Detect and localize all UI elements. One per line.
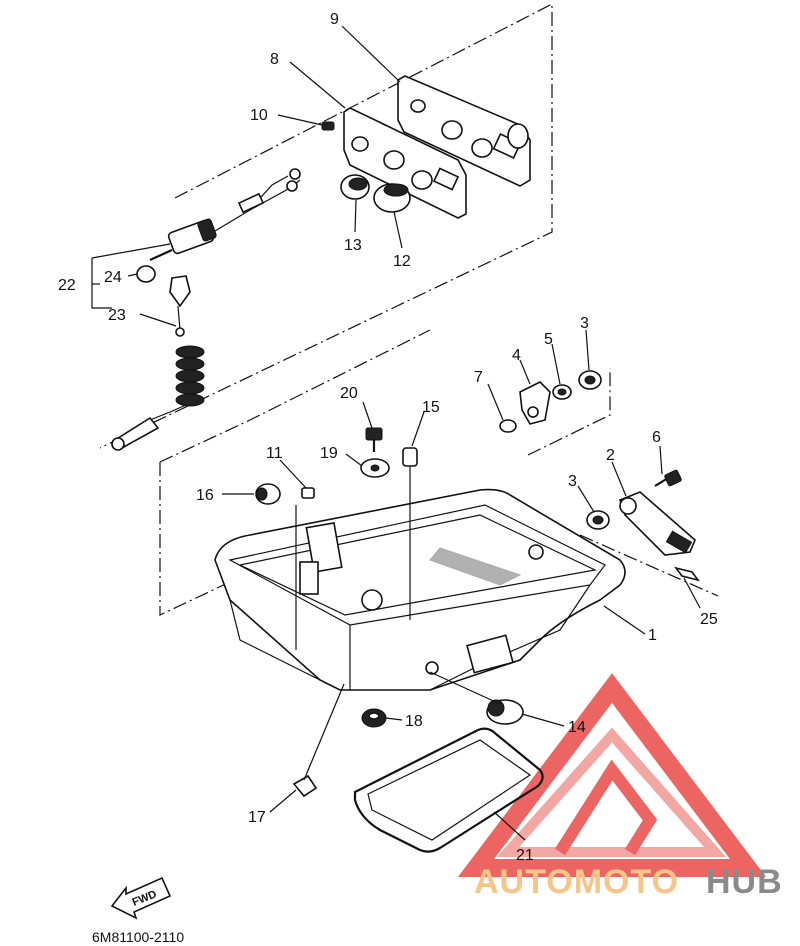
part-label-12: 12 bbox=[393, 253, 411, 270]
forward-arrow: FWD bbox=[110, 876, 172, 920]
plate-outer-part-9 bbox=[397, 75, 531, 187]
part-label-10: 10 bbox=[250, 107, 268, 124]
part-label-19: 19 bbox=[320, 445, 338, 462]
part-label-25: 25 bbox=[700, 611, 718, 628]
decal-part-25 bbox=[674, 566, 700, 582]
lanyard-part-23 bbox=[111, 275, 205, 451]
watermark-logo bbox=[457, 673, 767, 877]
grommet-part-3-upper bbox=[578, 370, 602, 390]
grommet-part-18 bbox=[361, 708, 387, 728]
part-label-13: 13 bbox=[344, 237, 362, 254]
part-label-23: 23 bbox=[108, 307, 126, 324]
cap-part-24 bbox=[136, 265, 156, 283]
watermark-text: AUTOMOTO HUB bbox=[474, 863, 783, 901]
part-label-1: 1 bbox=[648, 627, 657, 644]
part-label-7: 7 bbox=[474, 369, 483, 386]
plug-part-14 bbox=[486, 699, 524, 725]
plug-part-12 bbox=[373, 183, 411, 213]
bottom-cowling-part-1 bbox=[214, 488, 626, 691]
lower-group-boundary bbox=[159, 329, 719, 616]
part-label-4: 4 bbox=[512, 347, 521, 364]
part-labels: 9 8 10 13 12 22 24 23 7 4 5 3 6 2 3 25 1… bbox=[58, 11, 718, 864]
collar-part-11 bbox=[301, 487, 315, 499]
washer-part-19 bbox=[360, 458, 390, 478]
watermark-word-automoto: AUTOMOTO bbox=[474, 863, 679, 901]
nut-part-7 bbox=[499, 419, 517, 433]
part-label-5: 5 bbox=[544, 331, 553, 348]
watermark-word-hub: HUB bbox=[706, 863, 783, 901]
plate-inner-part-8 bbox=[343, 107, 467, 219]
part-label-14: 14 bbox=[568, 719, 586, 736]
clip-part-17 bbox=[292, 774, 318, 798]
leader-lines bbox=[91, 25, 701, 841]
part-label-20: 20 bbox=[340, 385, 358, 402]
part-label-6: 6 bbox=[652, 429, 661, 446]
part-label-3a: 3 bbox=[580, 315, 589, 332]
part-label-18: 18 bbox=[405, 713, 423, 730]
drawing-code: 6M81100-2110 bbox=[92, 929, 184, 945]
bolt-part-20 bbox=[365, 427, 383, 452]
part-label-17: 17 bbox=[248, 809, 266, 826]
part-label-16: 16 bbox=[196, 487, 214, 504]
grommet-part-3-lower bbox=[586, 510, 610, 530]
bolt-part-6 bbox=[654, 469, 682, 487]
seal-part-21 bbox=[353, 727, 544, 853]
collar-part-5 bbox=[552, 384, 572, 400]
part-label-9: 9 bbox=[330, 11, 339, 28]
plug-part-13 bbox=[340, 174, 370, 200]
part-label-15: 15 bbox=[422, 399, 440, 416]
part-label-2: 2 bbox=[606, 447, 615, 464]
screw-part-10 bbox=[321, 121, 335, 131]
part-label-3b: 3 bbox=[568, 473, 577, 490]
stop-switch-part-22 bbox=[149, 168, 301, 262]
lever-part-2 bbox=[619, 491, 696, 556]
part-label-21: 21 bbox=[516, 847, 534, 864]
part-label-24: 24 bbox=[104, 269, 122, 286]
part-label-22: 22 bbox=[58, 277, 76, 294]
bracket-part-4 bbox=[519, 381, 551, 425]
part-label-11: 11 bbox=[266, 445, 283, 462]
upper-group-boundary bbox=[99, 3, 553, 449]
plug-part-15 bbox=[402, 447, 418, 620]
part-label-8: 8 bbox=[270, 51, 279, 68]
grommet-part-16 bbox=[255, 483, 297, 650]
